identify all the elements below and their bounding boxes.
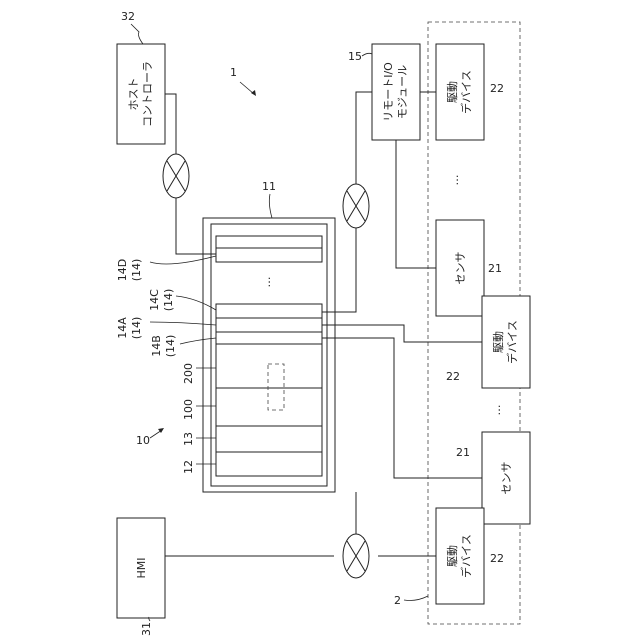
sensor-bottom-label: センサ [500, 462, 513, 495]
ref-14d-generic: (14) [130, 259, 143, 282]
ref-100: 100 [182, 399, 195, 420]
unit-12-power [216, 452, 322, 476]
unit-100 [216, 388, 322, 426]
unit-13-cpu [216, 426, 322, 452]
ref-plc: 11 [262, 180, 276, 193]
hmi-label: HMI [135, 557, 148, 578]
ref-14b: 14B [150, 335, 163, 357]
plc-ellipsis: … [260, 277, 273, 288]
ref-sensor-top: 21 [488, 262, 502, 275]
ref-drive-top: 22 [490, 82, 504, 95]
ref-sensor-bottom: 21 [456, 446, 470, 459]
unit-14d-lower [216, 248, 322, 262]
remote-io-label-2: モジュール [396, 65, 409, 119]
ref-13: 13 [182, 432, 195, 446]
unit-200 [216, 344, 322, 388]
ref-host-leader [131, 24, 143, 44]
ref-field: 2 [394, 594, 401, 607]
remote-io-to-sensor [396, 140, 436, 268]
ref-14d: 14D [116, 259, 129, 281]
drive-device-top-label-2: デバイス [459, 70, 473, 114]
drive-device-bottom-label-2: デバイス [459, 534, 473, 578]
ref-remote-io: 15 [348, 50, 362, 63]
unit-14c [216, 304, 322, 318]
drive-device-bottom-label-1: 駆動 [445, 545, 459, 567]
ref-system-arrowhead [251, 90, 256, 96]
host-controller-label-2: コントローラ [141, 61, 154, 127]
drive-device-mid-label-1: 駆動 [491, 331, 505, 353]
sensor-top-label: センサ [454, 252, 467, 285]
ref-drive-bottom: 22 [490, 552, 504, 565]
io-14a-to-drive-mid [322, 325, 482, 342]
host-controller-label-1: ホスト [127, 78, 140, 111]
remote-io-label-1: リモートI/O [382, 62, 395, 122]
ref-system: 1 [230, 66, 237, 79]
ref-field-leader [404, 596, 428, 601]
ref-12: 12 [182, 460, 195, 474]
ref-drive-mid: 22 [446, 370, 460, 383]
ref-host: 32 [121, 10, 135, 23]
field-ellipsis-2: … [490, 405, 503, 416]
ref-system-arrow [240, 82, 254, 94]
ref-plc-leader [269, 194, 272, 218]
ref-14a: 14A [116, 317, 129, 339]
host-network-node [163, 154, 189, 198]
ref-14b-generic: (14) [164, 335, 177, 358]
ref-remote-io-leader [362, 53, 372, 56]
hmi-network-node [343, 534, 369, 578]
ref-14c: 14C [148, 289, 161, 311]
ref-14c-generic: (14) [162, 289, 175, 312]
ref-14a-generic: (14) [130, 317, 143, 340]
unit-14a [216, 318, 322, 332]
field-ellipsis-1: … [448, 175, 461, 186]
unit-14b [216, 332, 322, 344]
ref-200: 200 [182, 363, 195, 384]
drive-device-top-label-1: 駆動 [445, 81, 459, 103]
remote-io-network-node [343, 184, 369, 228]
drive-device-mid-label-2: デバイス [505, 320, 519, 364]
ref-hmi: 31 [140, 622, 153, 636]
ref-controller-system: 10 [136, 434, 150, 447]
unit-14d [216, 236, 322, 248]
